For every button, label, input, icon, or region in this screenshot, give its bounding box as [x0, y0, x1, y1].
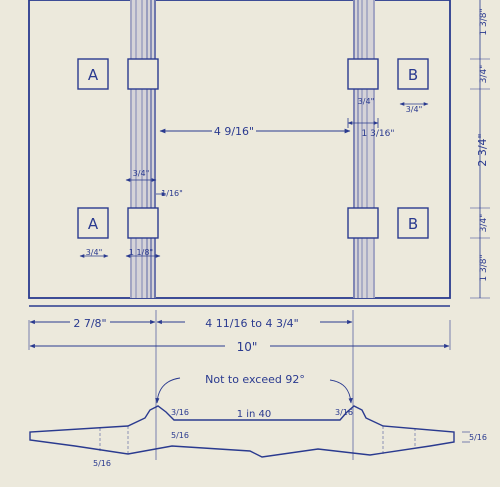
square-bottom-left [127, 207, 159, 239]
small-square-left-label: 3/4" [86, 248, 103, 257]
lower-left-dimensions: 3/4" 1 1/8" [79, 248, 161, 258]
rail-width-lower-label: 1 1/8" [129, 248, 153, 257]
right-b-lower-label: 3/4" [479, 214, 489, 233]
box-b-top [397, 58, 429, 90]
right-vertical-dimensions: 1 3/8" 3/4" 2 3/4" 3/4" 1 3/8" [470, 0, 490, 299]
right-mid-label: 2 3/4" [476, 133, 489, 166]
left-rail-edge-label: 1/16" [161, 189, 183, 198]
left-rail [130, 0, 156, 298]
right-gap-label: 1 3/16" [362, 129, 395, 139]
seat-left-label: 3/16 [171, 408, 189, 417]
box-a-top-label: A [88, 66, 99, 84]
left-span-label: 2 7/8" [73, 317, 106, 330]
seat-small-label: 5/16 [171, 431, 189, 440]
box-a-bottom [77, 207, 109, 239]
b-small-label: 3/4" [406, 105, 423, 114]
right-rail-width-label: 3/4" [358, 97, 375, 106]
base-left-label: 5/16 [93, 459, 111, 468]
box-b-bottom [397, 207, 429, 239]
span-dimensions: 2 7/8" 4 11/16 to 4 3/4" 10" [28, 310, 451, 460]
base-right-label: 5/16 [469, 433, 487, 442]
box-a-top [77, 58, 109, 90]
left-rail-upper-dimension: 3/4" 1/16" [125, 169, 183, 198]
angle-note-label: Not to exceed 92° [205, 373, 305, 386]
box-b-top-label: B [408, 66, 418, 84]
center-gap-dimension: 4 9/16" [159, 125, 351, 138]
square-bottom-right [347, 207, 379, 239]
b-small-dimension: 3/4" [399, 102, 429, 114]
square-top-left [127, 58, 159, 90]
plate-cross-section [29, 405, 455, 458]
slope-label: 1 in 40 [237, 409, 272, 420]
square-top-right [347, 58, 379, 90]
right-b-upper-label: 3/4" [479, 65, 489, 84]
right-top-label: 1 3/8" [479, 8, 489, 35]
box-b-bottom-label: B [408, 215, 418, 233]
total-span-label: 10" [237, 340, 258, 354]
left-rail-width-label: 3/4" [133, 169, 150, 178]
right-rail [353, 0, 375, 298]
right-bottom-label: 1 3/8" [479, 254, 489, 281]
angle-note: Not to exceed 92° [155, 373, 353, 404]
right-rail-dimension: 3/4" 1 3/16" [347, 97, 395, 139]
seat-right-label: 3/16 [335, 408, 353, 417]
mid-span-label: 4 11/16 to 4 3/4" [205, 317, 299, 330]
box-a-bottom-label: A [88, 215, 99, 233]
center-gap-label: 4 9/16" [214, 125, 254, 138]
plate-top-view [28, 0, 451, 299]
